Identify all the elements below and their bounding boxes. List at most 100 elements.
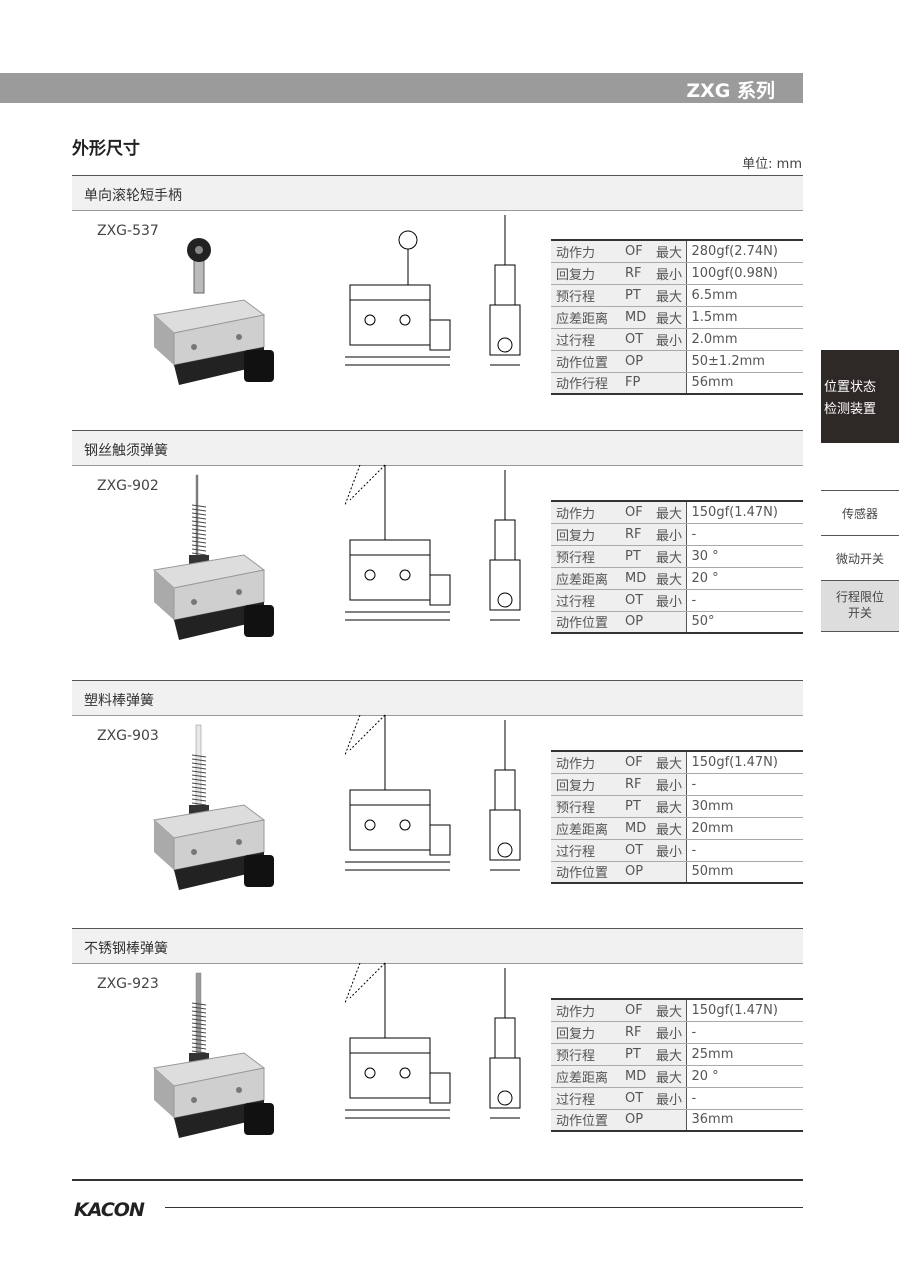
spec-value: 56mm <box>691 375 734 391</box>
section-heading: 钢丝触须弹簧 <box>72 430 803 466</box>
sidebar-item-micro-switch[interactable]: 微动开关 <box>821 535 899 580</box>
spec-name: 动作力 <box>551 999 621 1022</box>
spec-code: OP <box>621 611 656 633</box>
spec-value: 30 ° <box>686 545 803 568</box>
sidebar-category[interactable]: 位置状态 检测装置 <box>821 350 899 443</box>
spec-code: OF <box>621 501 656 524</box>
spec-value: 50° <box>691 614 715 630</box>
spec-limit <box>656 1109 687 1131</box>
spec-value: 100gf(0.98N) <box>686 262 803 285</box>
spec-value: 25mm <box>686 1043 803 1066</box>
spec-name: 回复力 <box>551 773 621 796</box>
spec-name: 动作位置 <box>551 611 621 633</box>
spec-code: PT <box>621 795 656 818</box>
spec-name: 过行程 <box>551 1087 621 1110</box>
spec-value: 2.0mm <box>686 328 803 351</box>
category-line-1: 位置状态 <box>824 380 877 395</box>
spec-code: PT <box>621 1043 656 1066</box>
spec-name: 回复力 <box>551 523 621 546</box>
spec-limit <box>656 611 687 633</box>
spec-code: OT <box>621 328 656 351</box>
spec-name: 应差距离 <box>551 567 621 590</box>
spec-limit: 最大 <box>656 545 687 568</box>
spec-name: 预行程 <box>551 545 621 568</box>
spec-value: 1.5mm <box>686 306 803 329</box>
spec-name: 应差距离 <box>551 817 621 840</box>
spec-code: PT <box>621 545 656 568</box>
footer-divider <box>72 1179 803 1181</box>
spec-name: 动作位置 <box>551 861 621 883</box>
spec-name: 过行程 <box>551 589 621 612</box>
spec-limit: 最小 <box>656 839 687 862</box>
page-title: 外形尺寸 <box>72 139 140 159</box>
spec-limit: 最大 <box>656 1043 687 1066</box>
spec-code: OP <box>621 350 656 373</box>
spec-value: 20 ° <box>686 1065 803 1088</box>
spec-value: 280gf(2.74N) <box>686 240 803 263</box>
spec-limit: 最小 <box>656 589 687 612</box>
kacon-logo: KACON <box>74 1199 145 1221</box>
spec-code: FP <box>621 372 656 394</box>
model-number: ZXG-537 <box>97 223 159 239</box>
spec-limit: 最小 <box>656 262 687 285</box>
spec-limit: 最大 <box>656 751 687 774</box>
spec-name: 动作行程 <box>551 372 621 394</box>
unit-label: 单位: mm <box>742 157 802 172</box>
spec-limit: 最大 <box>656 795 687 818</box>
product-photo <box>134 968 284 1138</box>
spec-value: 150gf(1.47N) <box>686 999 803 1022</box>
spec-value: - <box>686 773 803 796</box>
spec-limit: 最大 <box>656 501 687 524</box>
series-header-bar: ZXG 系列 <box>0 73 803 103</box>
spec-limit: 最大 <box>656 999 687 1022</box>
spec-name: 应差距离 <box>551 1065 621 1088</box>
spec-code: OP <box>621 861 656 883</box>
spec-name: 回复力 <box>551 1021 621 1044</box>
spec-value: 30mm <box>686 795 803 818</box>
spec-name: 预行程 <box>551 284 621 307</box>
spec-value: 50±1.2mm <box>686 350 803 373</box>
spec-code: RF <box>621 1021 656 1044</box>
spec-value: 20mm <box>686 817 803 840</box>
spec-name: 动作力 <box>551 751 621 774</box>
spec-name: 应差距离 <box>551 306 621 329</box>
section-heading: 塑料棒弹簧 <box>72 680 803 716</box>
spec-limit: 最小 <box>656 773 687 796</box>
dimension-drawing <box>330 710 545 880</box>
sidebar-item-sensor[interactable]: 传感器 <box>821 490 899 535</box>
sidebar-item-limit-switch[interactable]: 行程限位开关 <box>821 580 899 632</box>
spec-value: 150gf(1.47N) <box>686 501 803 524</box>
footer-line <box>165 1207 803 1208</box>
spec-name: 动作位置 <box>551 1109 621 1131</box>
spec-code: RF <box>621 773 656 796</box>
spec-limit: 最大 <box>656 1065 687 1088</box>
spec-name: 回复力 <box>551 262 621 285</box>
spec-name: 动作位置 <box>551 350 621 373</box>
spec-code: OF <box>621 751 656 774</box>
spec-code: MD <box>621 1065 656 1088</box>
section-heading: 单向滚轮短手柄 <box>72 175 803 211</box>
